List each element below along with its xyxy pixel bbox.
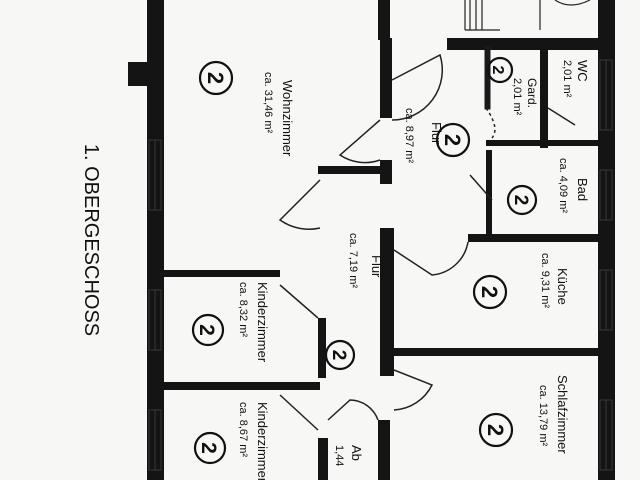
marker-wohnzimmer: 2 — [198, 60, 234, 96]
marker-flur-mitte: 2 — [324, 339, 356, 371]
room-area: ca. 31,46 m² — [262, 72, 274, 133]
room-schlafzimmer: Schlafzimmer ca. 13,79 m² — [537, 375, 570, 454]
room-name: WC — [575, 60, 590, 82]
room-garderobe: Gard. 2,01 m² — [511, 78, 539, 116]
room-name: Schlafzimmer — [555, 375, 570, 454]
svg-text:2: 2 — [483, 424, 508, 436]
marker-flur-oben: 2 — [435, 122, 471, 158]
door-kueche — [393, 241, 469, 276]
room-area: 2,01 m² — [561, 60, 573, 98]
room-kinderzimmer-2: Kinderzimmer ca. 8,67 m² — [237, 402, 270, 480]
room-kueche: Küche ca. 9,31 m² — [539, 253, 570, 308]
door-flur-mitte — [278, 179, 321, 230]
svg-text:2: 2 — [195, 324, 218, 336]
marker-kueche: 2 — [472, 274, 508, 310]
marker-kinderzimmer-1: 2 — [191, 313, 225, 347]
wall-bad-left — [486, 150, 492, 238]
door-schlaf — [393, 369, 434, 411]
wall-flur-kueche — [380, 228, 394, 376]
room-name: Wohnzimmer — [280, 80, 295, 157]
marker-bad: 2 — [506, 184, 538, 216]
marker-kinderzimmer-2: 2 — [193, 431, 227, 465]
room-bad: Bad ca. 4,09 m² — [557, 158, 590, 213]
svg-text:2: 2 — [489, 66, 506, 75]
room-name: Ab — [349, 445, 364, 461]
marker-garderobe: 2 — [486, 56, 514, 84]
room-kinderzimmer-1: Kinderzimmer ca. 8,32 m² — [237, 282, 270, 363]
wall-kueche-top — [468, 234, 608, 242]
room-name: Kinderzimmer — [255, 282, 270, 363]
exterior-wall-left — [147, 0, 164, 480]
room-flur-mitte: Flur ca. 7,19 m² — [347, 233, 384, 288]
room-area: ca. 7,19 m² — [347, 233, 359, 288]
room-area: ca. 9,31 m² — [539, 253, 551, 308]
staircase — [464, 0, 591, 31]
door-kinder2 — [279, 394, 319, 431]
wall-stair-left — [378, 0, 390, 40]
room-area: ca. 13,79 m² — [537, 385, 549, 446]
wall-kinder1-right — [318, 318, 326, 378]
wall-stair-bottom — [447, 38, 612, 50]
wall-abstell-left — [318, 438, 328, 480]
svg-text:2: 2 — [440, 134, 465, 146]
floor-title: 1. OBERGESCHOSS — [80, 144, 102, 336]
room-name: Flur — [429, 122, 444, 145]
room-area: 2,01 m² — [511, 78, 523, 116]
wall-kueche-schlaf — [392, 348, 608, 356]
door-abstell — [327, 399, 379, 421]
room-area: ca. 8,32 m² — [237, 282, 249, 337]
room-abstell: Ab 1,44 — [333, 445, 364, 466]
wall-bad-top — [486, 140, 606, 146]
room-name: Gard. — [525, 78, 539, 108]
svg-text:2: 2 — [510, 195, 531, 206]
chimney — [128, 62, 150, 86]
room-area: ca. 8,67 m² — [237, 402, 249, 457]
room-flur-oben: Flur ca. 8,97 m² — [403, 108, 444, 163]
door-flur-oben — [338, 119, 381, 164]
room-wohnzimmer: Wohnzimmer ca. 31,46 m² — [262, 72, 295, 157]
room-name: Bad — [575, 178, 590, 201]
room-area: ca. 4,09 m² — [557, 158, 569, 213]
room-area: 1,44 — [333, 445, 345, 466]
door-bad — [469, 174, 493, 201]
room-name: Kinderzimmer — [255, 402, 270, 480]
wall-kinder1-top — [160, 270, 280, 277]
door-wc — [547, 107, 576, 126]
room-name: Flur — [369, 255, 384, 278]
windows — [148, 59, 613, 471]
wall-wohn-flur — [380, 38, 392, 118]
wall-flur-stub — [380, 160, 392, 184]
door-swings — [278, 53, 576, 431]
door-kinder1 — [279, 284, 319, 319]
svg-text:2: 2 — [477, 286, 502, 298]
wall-gard — [484, 46, 491, 110]
svg-text:2: 2 — [328, 350, 349, 361]
room-name: Küche — [555, 268, 570, 305]
marker-schlafzimmer: 2 — [478, 412, 514, 448]
wall-flur-partition — [318, 166, 390, 174]
room-area: ca. 8,97 m² — [403, 108, 415, 163]
door-wohnzimmer — [391, 53, 443, 121]
room-wc: WC 2,01 m² — [561, 60, 590, 98]
svg-text:2: 2 — [203, 72, 228, 84]
svg-text:2: 2 — [197, 442, 220, 454]
wall-wc — [540, 48, 548, 148]
door-gard — [485, 107, 496, 139]
wall-kinder-sep — [160, 382, 320, 390]
wall-abstell-right — [378, 420, 390, 480]
walls — [128, 0, 615, 480]
